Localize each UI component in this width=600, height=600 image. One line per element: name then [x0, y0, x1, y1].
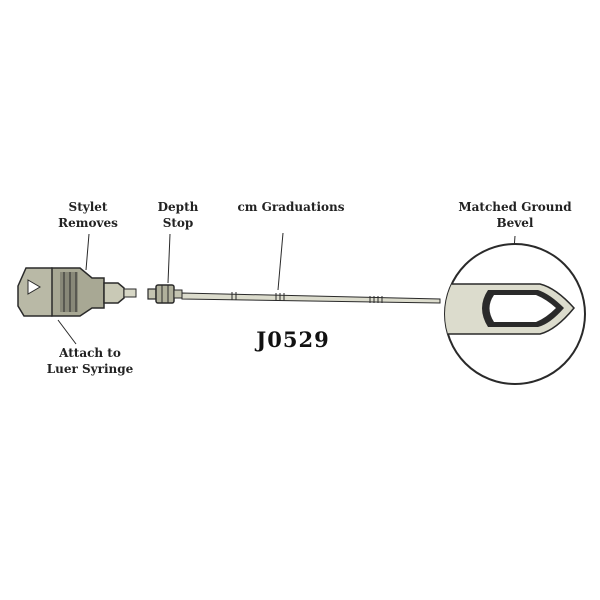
leader-cm [277, 232, 284, 291]
leader-stylet [85, 233, 90, 271]
needle-shaft-icon [181, 292, 441, 304]
bevel-magnifier-icon [444, 243, 586, 385]
part-number: J0529 [256, 327, 330, 352]
attach-luer-syringe-label: Attach to Luer Syringe [46, 346, 134, 376]
matched-ground-bevel-label: Matched Ground Bevel [458, 200, 572, 230]
leader-attach [57, 319, 77, 345]
leader-depth [167, 233, 171, 284]
depth-stop-label: Depth Stop [157, 200, 199, 230]
cm-graduation-marks [231, 292, 383, 303]
stylet-removes-label: Stylet Removes [58, 200, 118, 230]
cm-graduations-label: cm Graduations [237, 200, 345, 214]
depth-stop-icon [147, 284, 183, 304]
stylet-hub-icon [17, 267, 137, 317]
